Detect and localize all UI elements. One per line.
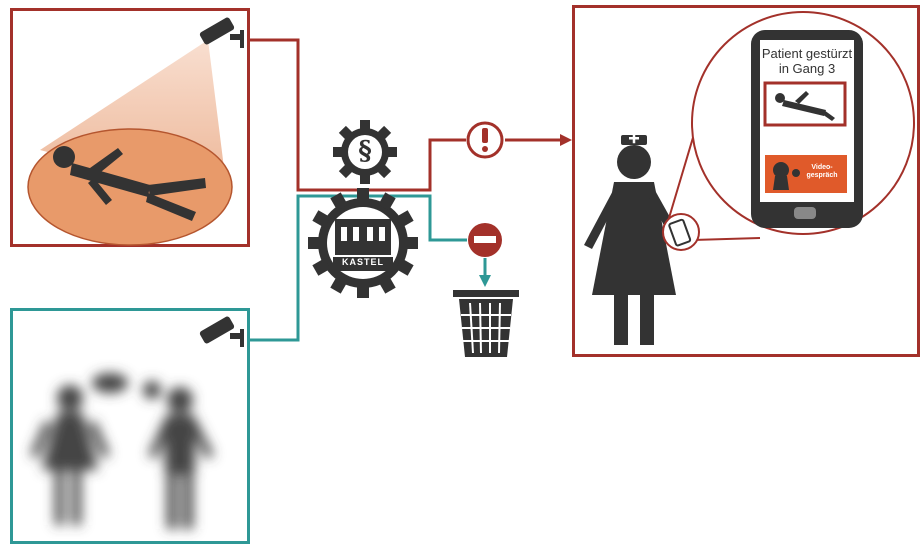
- camera-icon: [199, 316, 244, 347]
- kastel-building-icon: [333, 219, 393, 271]
- private-scene-panel: [10, 308, 250, 544]
- law-symbol: §: [358, 136, 372, 166]
- gear-icon: [308, 188, 418, 298]
- alert-text: Patient gestürzt in Gang 3: [760, 46, 854, 76]
- smartphone-icon: [668, 218, 692, 247]
- exclamation-icon: [466, 121, 504, 159]
- fall-signal-line: [248, 38, 560, 192]
- video-button-label[interactable]: Video- gespräch: [800, 164, 844, 180]
- video-call-button[interactable]: [765, 155, 847, 193]
- alert-line1: Patient gestürzt: [761, 46, 853, 61]
- alert-line2: in Gang 3: [778, 61, 836, 76]
- alert-arrowhead: [560, 134, 572, 146]
- video-button-label-line1: Video-: [811, 164, 833, 171]
- trash-bin-icon: [453, 290, 519, 357]
- fallen-person-icon: [53, 146, 206, 221]
- no-entry-icon: [468, 223, 502, 257]
- nurse-icon: [584, 135, 676, 345]
- camera-icon: [199, 17, 244, 48]
- video-button-label-line2: gespräch: [806, 172, 838, 179]
- blurred-people: [30, 373, 214, 529]
- gear-icon: [333, 120, 397, 184]
- discard-arrowhead: [479, 275, 491, 287]
- alert-image: [763, 81, 847, 127]
- nurse-alert-panel: [572, 5, 920, 357]
- surveillance-cone: [27, 40, 233, 246]
- kastel-logo-label: KASTEL: [342, 257, 384, 267]
